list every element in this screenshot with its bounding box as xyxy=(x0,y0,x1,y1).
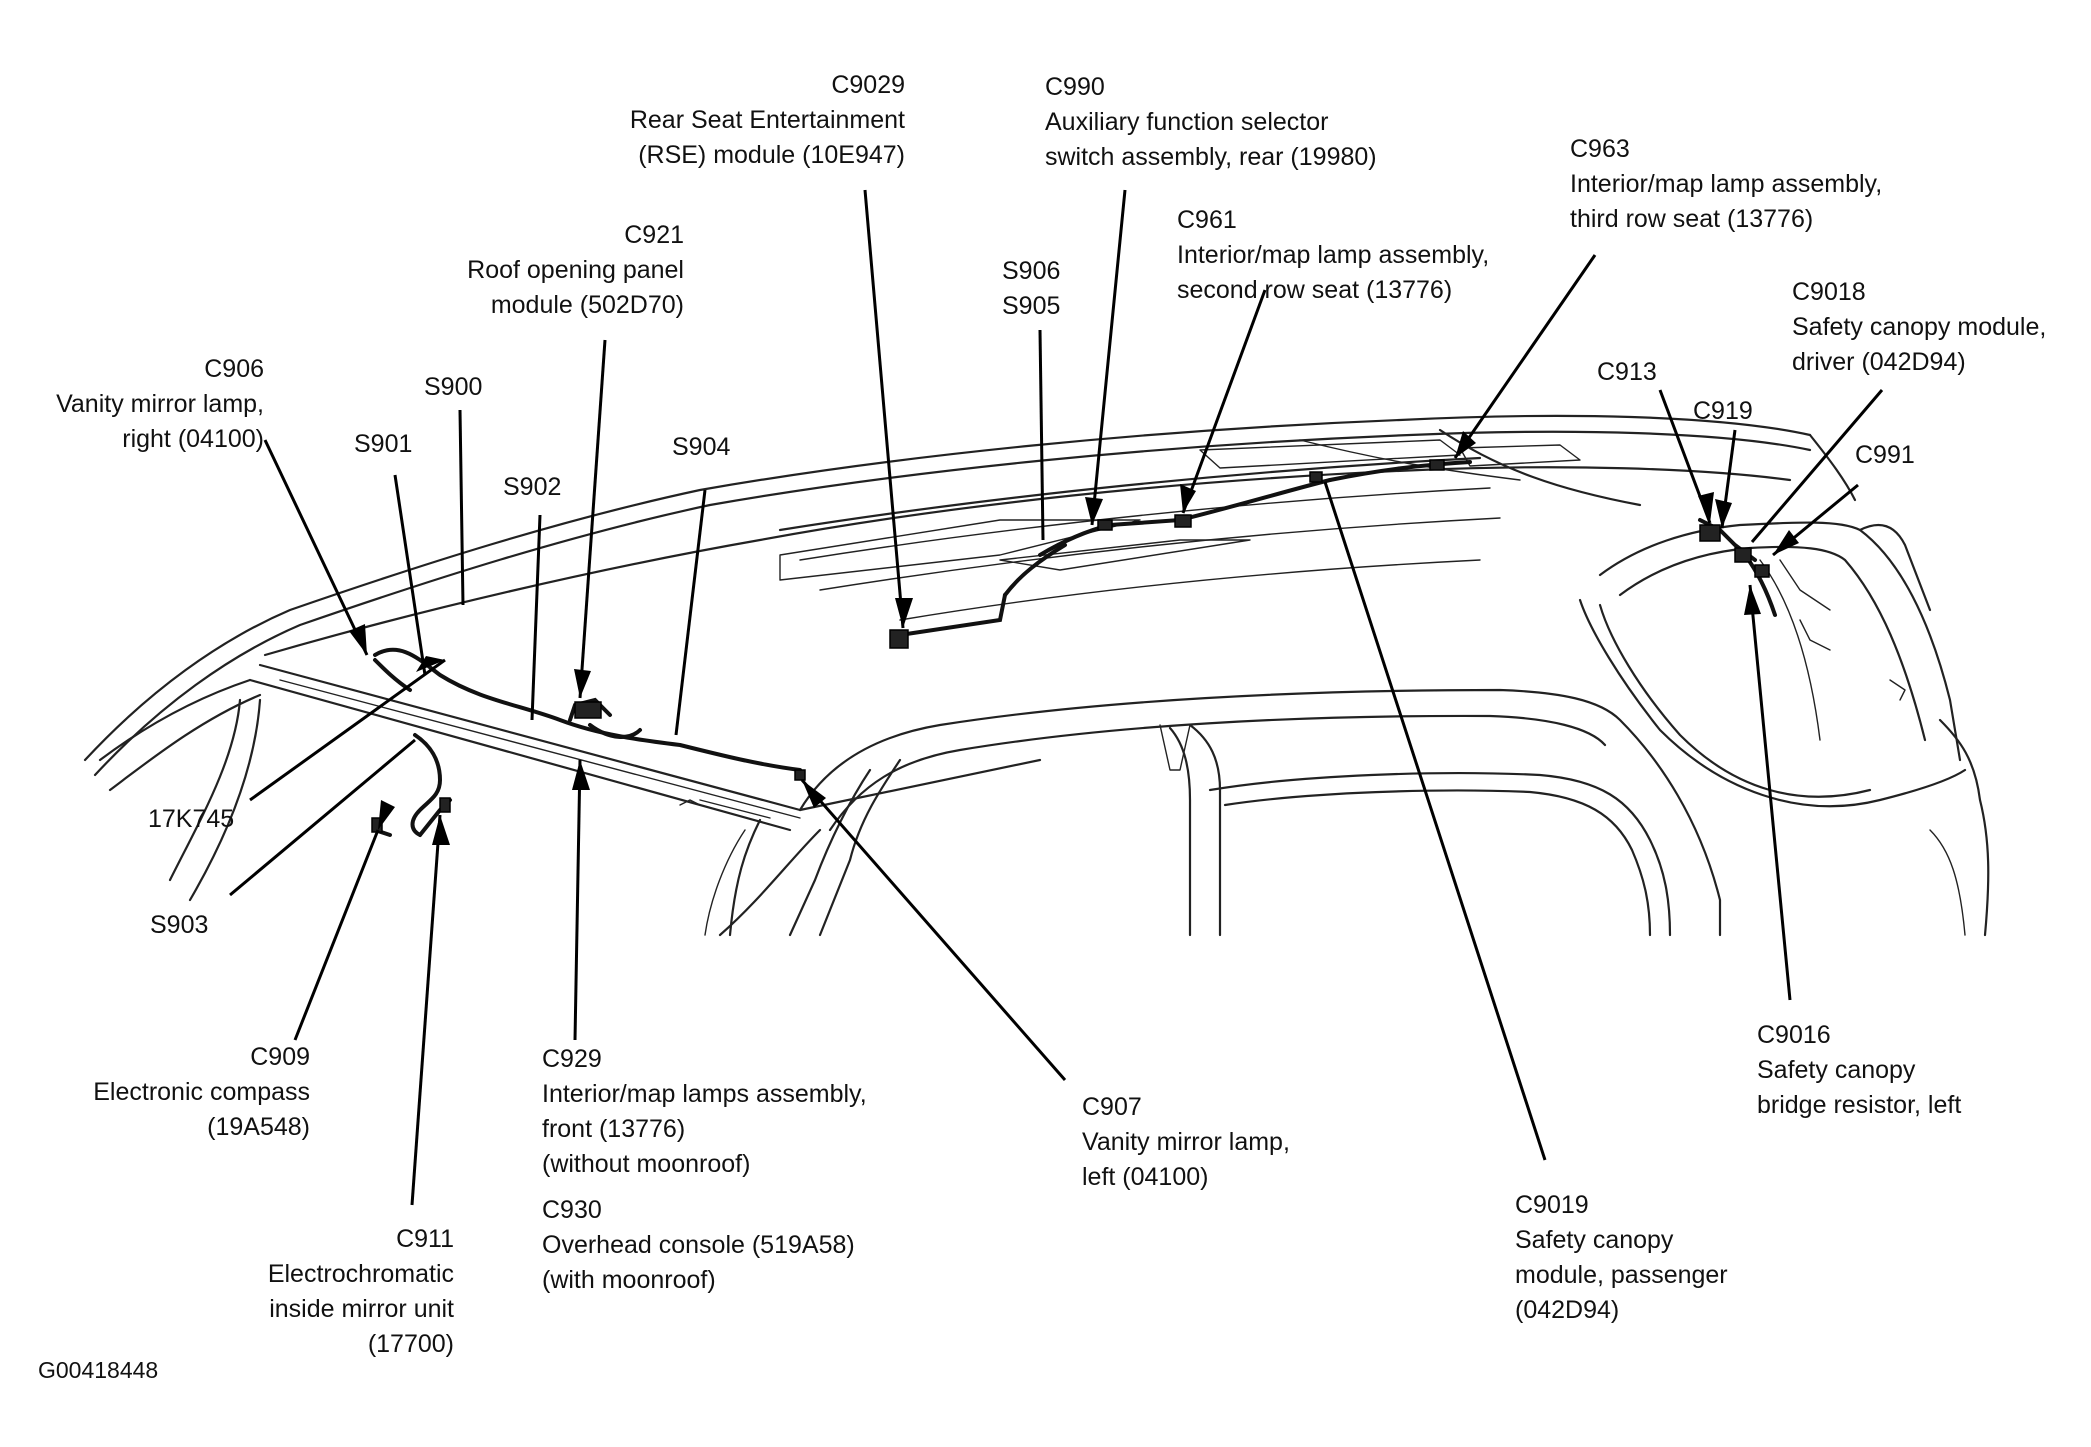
label-c906-line: Vanity mirror lamp, xyxy=(56,390,264,418)
label-c929-line: (without moonroof) xyxy=(542,1150,751,1178)
label-c961-line: second row seat (13776) xyxy=(1177,276,1453,304)
label-c906-line: right (04100) xyxy=(122,425,264,453)
label-c913: C913 xyxy=(1597,355,1657,390)
label-c909-id: C909 xyxy=(250,1043,310,1071)
label-c9016-line: bridge resistor, left xyxy=(1757,1091,1962,1119)
label-c921-id: C921 xyxy=(624,221,684,249)
label-c961-id: C961 xyxy=(1177,206,1237,234)
label-c9019-line: module, passenger xyxy=(1515,1261,1728,1289)
label-c930: C930 Overhead console (519A58) (with moo… xyxy=(542,1193,855,1298)
label-c990-line: switch assembly, rear (19980) xyxy=(1045,143,1377,171)
label-c909-line: Electronic compass xyxy=(93,1078,310,1106)
label-c9019-id: C9019 xyxy=(1515,1191,1589,1219)
label-c9018-id: C9018 xyxy=(1792,278,1866,306)
label-c929-id: C929 xyxy=(542,1045,602,1073)
label-s902: S902 xyxy=(503,470,561,505)
label-c961-line: Interior/map lamp assembly, xyxy=(1177,241,1490,269)
label-c9016-id: C9016 xyxy=(1757,1021,1831,1049)
label-c963: C963 Interior/map lamp assembly, third r… xyxy=(1570,132,1882,237)
label-c911-line: (17700) xyxy=(367,1330,454,1358)
label-c911-line: Electrochromatic xyxy=(267,1260,454,1288)
label-c921-line: module (502D70) xyxy=(490,291,684,319)
label-c9019-line: (042D94) xyxy=(1515,1296,1620,1324)
label-c9029: C9029 Rear Seat Entertainment (RSE) modu… xyxy=(560,68,905,173)
label-c909-line: (19A548) xyxy=(207,1113,310,1141)
label-c9029-id: C9029 xyxy=(831,71,905,99)
label-c961: C961 Interior/map lamp assembly, second … xyxy=(1177,203,1489,308)
label-c930-id: C930 xyxy=(542,1196,602,1224)
label-17k745: 17K745 xyxy=(148,802,234,837)
figure-id-text: G00418448 xyxy=(38,1357,159,1383)
label-c963-line: Interior/map lamp assembly, xyxy=(1570,170,1883,198)
label-c929-line: Interior/map lamps assembly, xyxy=(542,1080,867,1108)
connectors xyxy=(371,459,1770,833)
label-s904: S904 xyxy=(672,430,730,465)
label-s903-id: S903 xyxy=(150,911,209,939)
label-c911-id: C911 xyxy=(396,1225,454,1253)
label-s902-id: S902 xyxy=(503,473,562,501)
label-c919: C919 xyxy=(1693,394,1753,429)
arrowheads xyxy=(349,431,1799,845)
label-s905-id: S905 xyxy=(1002,292,1061,320)
label-c907: C907 Vanity mirror lamp, left (04100) xyxy=(1082,1090,1290,1195)
label-c9018-line: driver (042D94) xyxy=(1792,348,1966,376)
label-c930-line: (with moonroof) xyxy=(542,1266,716,1294)
label-c9019-line: Safety canopy xyxy=(1515,1226,1674,1254)
label-c930-line: Overhead console (519A58) xyxy=(542,1231,855,1259)
label-c9016-line: Safety canopy xyxy=(1757,1056,1916,1084)
label-c991: C991 xyxy=(1855,438,1915,473)
label-s906-s905: S906 S905 xyxy=(1002,254,1060,324)
label-s901: S901 xyxy=(354,427,412,462)
label-c907-line: left (04100) xyxy=(1082,1163,1209,1191)
label-c906: C906 Vanity mirror lamp, right (04100) xyxy=(30,352,264,457)
label-c919-id: C919 xyxy=(1693,397,1753,425)
label-c963-id: C963 xyxy=(1570,135,1630,163)
label-s904-id: S904 xyxy=(672,433,731,461)
label-s906-id: S906 xyxy=(1002,257,1061,285)
label-c9029-line: Rear Seat Entertainment xyxy=(629,106,905,134)
label-c913-id: C913 xyxy=(1597,358,1657,386)
label-17k745-id: 17K745 xyxy=(148,805,235,833)
label-c921: C921 Roof opening panel module (502D70) xyxy=(400,218,684,323)
label-c911-line: inside mirror unit xyxy=(269,1295,454,1323)
label-s900-id: S900 xyxy=(424,373,483,401)
label-s901-id: S901 xyxy=(354,430,413,458)
label-c929: C929 Interior/map lamps assembly, front … xyxy=(542,1042,867,1182)
label-c9029-line: (RSE) module (10E947) xyxy=(638,141,905,169)
label-c9018-line: Safety canopy module, xyxy=(1792,313,2047,341)
label-c990-id: C990 xyxy=(1045,73,1105,101)
label-c991-id: C991 xyxy=(1855,441,1915,469)
label-c907-line: Vanity mirror lamp, xyxy=(1082,1128,1290,1156)
label-c929-line: front (13776) xyxy=(542,1115,686,1143)
label-s903: S903 xyxy=(150,908,208,943)
label-c909: C909 Electronic compass (19A548) xyxy=(60,1040,310,1145)
label-c921-line: Roof opening panel xyxy=(467,256,684,284)
label-s900: S900 xyxy=(424,370,482,405)
label-c963-line: third row seat (13776) xyxy=(1570,205,1814,233)
label-c9019: C9019 Safety canopy module, passenger (0… xyxy=(1515,1188,1728,1328)
label-c907-id: C907 xyxy=(1082,1093,1142,1121)
label-c9016: C9016 Safety canopy bridge resistor, lef… xyxy=(1757,1018,1961,1123)
figure-id: G00418448 xyxy=(38,1353,158,1388)
label-c9018: C9018 Safety canopy module, driver (042D… xyxy=(1792,275,2046,380)
roof-outline-sketch xyxy=(83,414,1990,937)
label-c906-id: C906 xyxy=(204,355,264,383)
label-c990: C990 Auxiliary function selector switch … xyxy=(1045,70,1377,175)
label-c990-line: Auxiliary function selector xyxy=(1045,108,1329,136)
leader-lines xyxy=(229,189,1884,1206)
label-c911: C911 Electrochromatic inside mirror unit… xyxy=(190,1222,454,1362)
